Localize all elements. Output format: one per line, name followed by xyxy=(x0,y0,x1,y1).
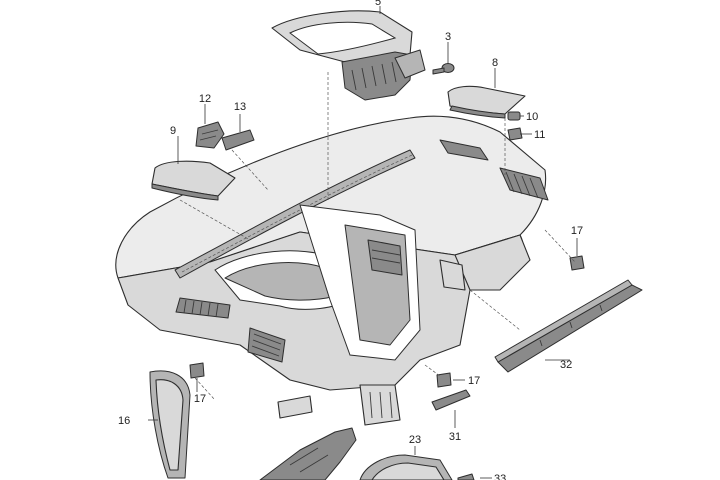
label-32: 32 xyxy=(560,359,572,371)
part-9-cover-panel xyxy=(151,160,236,201)
dashboard-panel xyxy=(115,115,549,426)
part-32-trim-strip xyxy=(494,279,643,373)
label-13: 13 xyxy=(234,101,246,113)
part-13-switch xyxy=(221,129,255,151)
part-11-clip xyxy=(507,127,523,141)
label-11: 11 xyxy=(534,129,545,141)
part-10-clip xyxy=(507,111,521,121)
label-9: 9 xyxy=(170,125,176,137)
label-3: 3 xyxy=(445,31,451,43)
part-8-cover-panel xyxy=(447,85,526,119)
label-31: 31 xyxy=(449,431,461,443)
part-16-side-trim xyxy=(149,370,191,479)
label-12: 12 xyxy=(199,93,211,105)
part-17-fastener-center xyxy=(436,372,452,388)
label-23: 23 xyxy=(409,434,421,446)
label-5: 5 xyxy=(375,0,381,8)
leader-lines xyxy=(148,6,578,479)
part-17-fastener-left xyxy=(189,362,205,379)
part-33-bracket xyxy=(457,473,475,480)
label-16: 16 xyxy=(118,415,130,427)
label-33: 33 xyxy=(494,473,506,480)
lower-left-component xyxy=(259,427,357,480)
label-17-left: 17 xyxy=(194,393,206,405)
part-3-bolt xyxy=(432,63,455,75)
part-5-display-housing xyxy=(271,10,426,101)
label-8: 8 xyxy=(492,57,498,69)
part-17-fastener-top xyxy=(569,255,585,271)
label-17-center: 17 xyxy=(468,375,480,387)
label-17-top: 17 xyxy=(571,225,583,237)
part-12-switch xyxy=(195,121,225,149)
part-23-lower-cover xyxy=(359,454,453,480)
callout-labels: 5 3 8 10 11 12 13 9 17 17 17 31 32 16 23… xyxy=(118,0,583,480)
label-10: 10 xyxy=(526,111,538,123)
part-31-small-trim xyxy=(431,389,471,411)
